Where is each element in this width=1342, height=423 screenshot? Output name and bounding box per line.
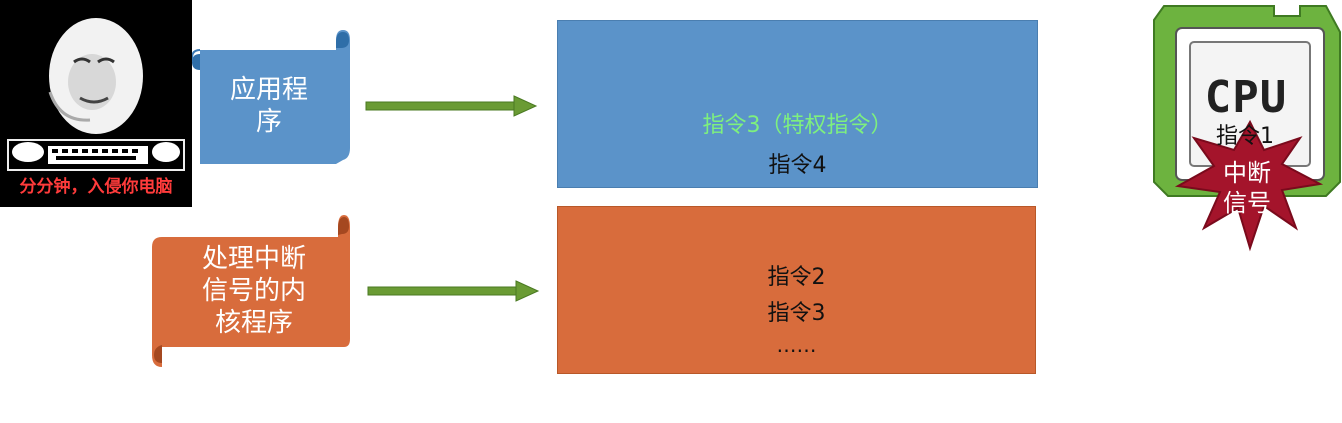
instr-4: 指令4 bbox=[768, 153, 827, 178]
scroll-shape bbox=[191, 30, 350, 164]
interrupt-burst-icon bbox=[1174, 119, 1324, 252]
cpu-chip-icon bbox=[1153, 5, 1341, 252]
scroll-kernel-line1: 处理中断 bbox=[201, 244, 306, 274]
scroll-user-line1: 应用程 bbox=[229, 75, 308, 105]
scroll-kernel-program: 处理中断 信号的内 核程序 bbox=[152, 215, 350, 367]
arrow-user-to-box bbox=[365, 95, 538, 117]
instr-2: 指令2 bbox=[767, 265, 826, 290]
instr-privileged: 指令3（特权指令） bbox=[702, 113, 893, 138]
instr-3: 指令3 bbox=[767, 301, 826, 326]
user-program-instructions: 指令3（特权指令） 指令4 bbox=[557, 20, 1038, 188]
scroll-user-line2: 序 bbox=[255, 107, 282, 137]
instr-ellipsis: …… bbox=[776, 333, 817, 357]
interrupt-line1: 中断 bbox=[1223, 159, 1271, 187]
meme-thumbnail: 分分钟，入侵你电脑 bbox=[0, 0, 192, 207]
scroll-shape bbox=[152, 215, 350, 367]
interrupt-signal-label: 中断 信号 bbox=[1212, 158, 1282, 218]
arrow-kernel-to-box bbox=[367, 280, 540, 302]
cpu-label: CPU bbox=[1204, 72, 1288, 123]
kernel-program-instructions: 指令2 指令3 …… bbox=[557, 206, 1036, 374]
meme-caption: 分分钟，入侵你电脑 bbox=[19, 177, 173, 197]
scroll-kernel-line3: 核程序 bbox=[214, 308, 293, 338]
scroll-user-program: 应用程 序 bbox=[191, 30, 350, 166]
cpu-current-instruction: 指令1 bbox=[1216, 124, 1274, 149]
scroll-kernel-line2: 信号的内 bbox=[201, 276, 306, 306]
meme-illustration bbox=[7, 18, 185, 171]
interrupt-line2: 信号 bbox=[1223, 189, 1271, 217]
